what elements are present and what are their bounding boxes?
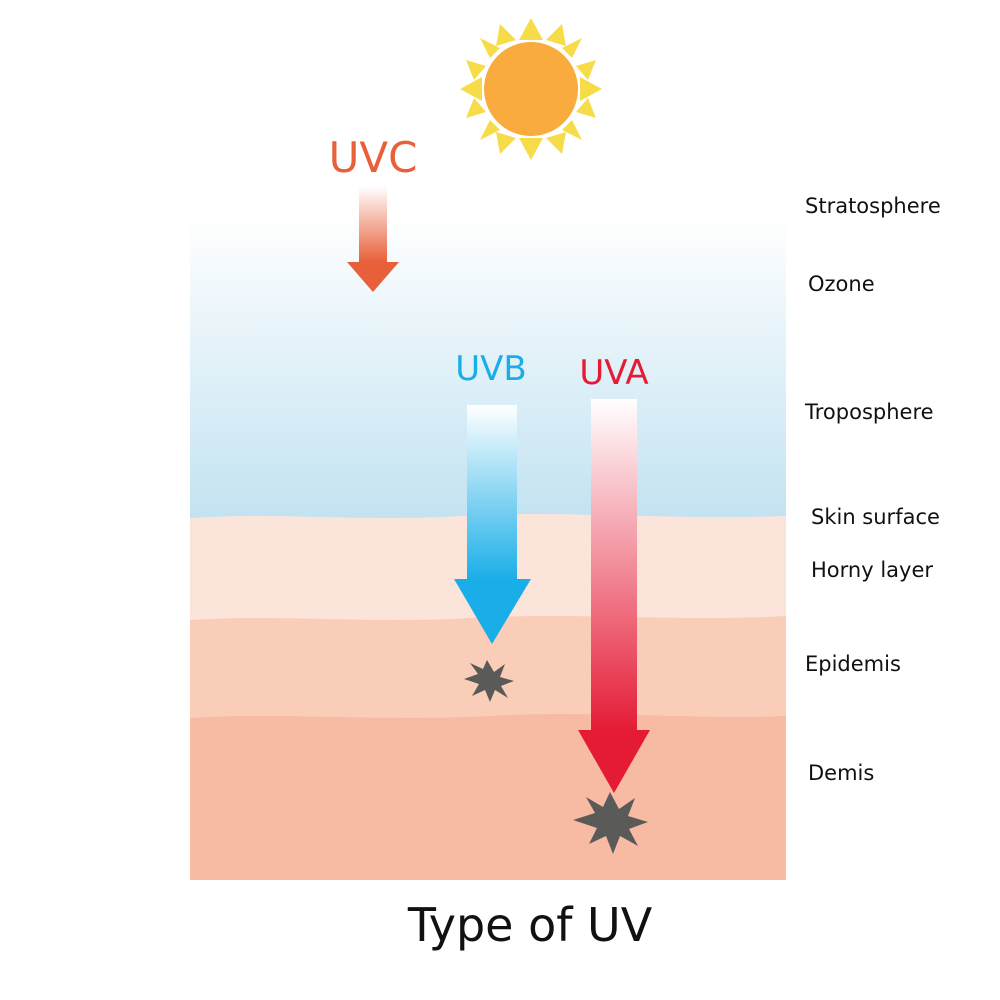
sun-icon xyxy=(460,18,602,160)
dermis-damage-icon xyxy=(573,792,648,854)
uvb-label: UVB xyxy=(455,349,526,389)
layer-label-ozone: Ozone xyxy=(808,272,875,296)
layer-label-stratosphere: Stratosphere xyxy=(805,194,941,218)
diagram-title: Type of UV xyxy=(407,898,653,952)
uva-label: UVA xyxy=(579,353,648,393)
uvb-arrow xyxy=(454,405,531,644)
layer-label-skin-surface: Skin surface xyxy=(811,505,940,529)
layer-label-epidermis: Epidemis xyxy=(805,652,901,676)
epidermis-damage-icon xyxy=(464,660,514,702)
layer-label-dermis: Demis xyxy=(808,761,874,785)
uvc-arrow xyxy=(347,186,399,292)
layer-label-horny-layer: Horny layer xyxy=(811,558,933,582)
layer-label-troposphere: Troposphere xyxy=(804,400,934,424)
uvc-label: UVC xyxy=(329,133,418,182)
dermis-region xyxy=(190,714,786,880)
uva-arrow xyxy=(578,399,650,793)
